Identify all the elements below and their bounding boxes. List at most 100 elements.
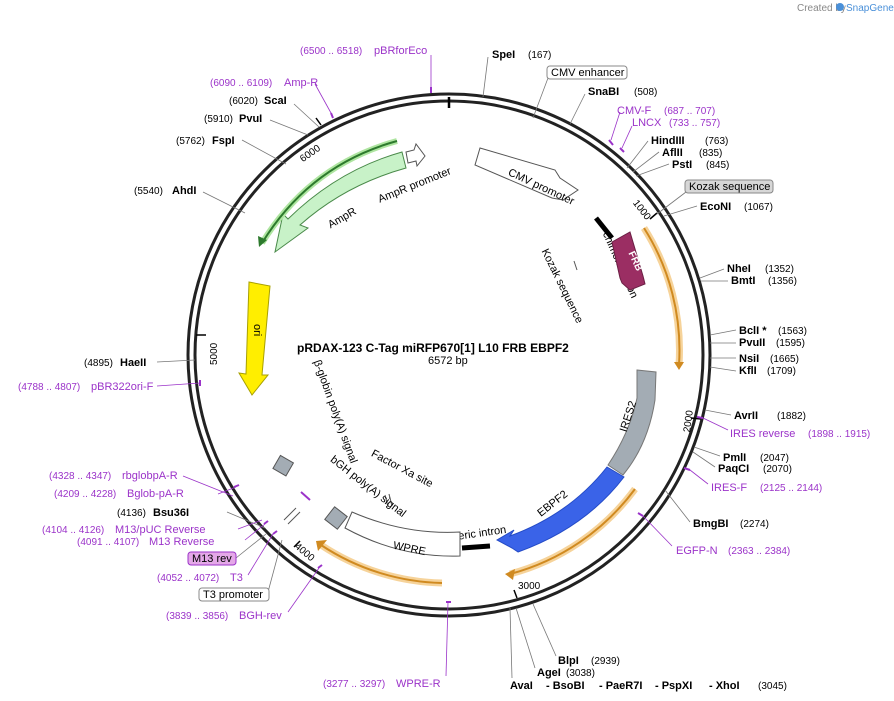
enzyme-snabi[interactable]: SnaBI (508) bbox=[569, 86, 657, 125]
orange-arc-lower-right bbox=[509, 488, 636, 575]
enzyme-nhei[interactable]: NheI (1352) bbox=[699, 263, 794, 279]
m13-reverse-range: (4091 .. 4107) bbox=[77, 537, 139, 548]
primer-bgh-rev[interactable]: (3839 .. 3856) BGH-rev bbox=[166, 567, 320, 622]
primer-pbrforeco[interactable]: (6500 .. 6518) pBRforEco bbox=[300, 45, 432, 87]
primer-rbglobpa-r[interactable]: (4328 .. 4347) rbglobpA-R bbox=[49, 470, 234, 497]
aflii-leader bbox=[632, 151, 660, 173]
rbglobpa-r-name: rbglobpA-R bbox=[122, 470, 178, 482]
feature-frb[interactable]: FRB bbox=[611, 231, 646, 291]
enzyme-pvui[interactable]: (5910) PvuI bbox=[204, 113, 309, 136]
nhei-name: NheI bbox=[727, 263, 751, 275]
pvuii-pos: (1595) bbox=[776, 338, 805, 349]
enzyme-bmgbi[interactable]: BmgBI (2274) bbox=[664, 489, 769, 530]
ires-f-range: (2125 .. 2144) bbox=[760, 483, 822, 494]
snapgene-app-name: SnapGene bbox=[846, 3, 894, 14]
chimeric-intron-top-bar bbox=[594, 216, 614, 240]
primer-tick-t3 bbox=[272, 530, 278, 535]
enzyme-cluster-avai[interactable]: AvaI - BsoBI - PaeR7I - PspXI - XhoI (30… bbox=[509, 607, 787, 692]
bgh-rev-range: (3839 .. 3856) bbox=[166, 611, 228, 622]
primer-ires-f[interactable]: IRES-F (2125 .. 2144) bbox=[689, 469, 822, 494]
enzyme-econi[interactable]: EcoNI (1067) bbox=[663, 201, 773, 217]
primer-bglob-pa-r[interactable]: (4209 .. 4228) Bglob-pA-R bbox=[54, 486, 237, 500]
snabi-leader bbox=[569, 93, 586, 125]
boxed-m13-rev[interactable]: M13 rev bbox=[187, 533, 267, 566]
enzyme-bsu36i[interactable]: (4136) Bsu36I bbox=[117, 507, 266, 529]
feature-ori[interactable]: ori bbox=[238, 281, 271, 396]
enzyme-bmti[interactable]: BmtI (1356) bbox=[701, 275, 797, 287]
primer-m13-reverse[interactable]: (4091 .. 4107) M13 Reverse bbox=[77, 523, 266, 548]
boxed-cmv-enhancer[interactable]: CMV enhancer bbox=[532, 65, 628, 119]
feature-beta-globin[interactable]: β-globin poly(A) signal bbox=[272, 358, 359, 477]
orange-arc-right-halo bbox=[641, 226, 683, 366]
primer-t3[interactable]: (4052 .. 4072) T3 bbox=[157, 533, 274, 584]
feature-ampr-promoter[interactable]: AmpR promoter bbox=[376, 142, 453, 206]
cmv-enhancer-label: CMV enhancer bbox=[551, 67, 625, 79]
enzyme-scai[interactable]: (6020) ScaI bbox=[229, 95, 320, 128]
enzyme-spei[interactable]: SpeI (167) bbox=[482, 49, 551, 98]
tick-2000 bbox=[690, 417, 702, 420]
bgh-polya-block bbox=[324, 506, 348, 530]
primer-tick-m13 bbox=[263, 520, 269, 525]
cmv-f-name: CMV-F bbox=[617, 105, 652, 117]
orange-arc-right bbox=[643, 227, 681, 366]
enzyme-agei[interactable]: AgeI (3038) bbox=[515, 607, 595, 679]
primer-egfp-n[interactable]: EGFP-N (2363 .. 2384) bbox=[642, 515, 790, 557]
enzyme-nsii[interactable]: NsiI (1665) bbox=[710, 353, 799, 365]
enzyme-aflii[interactable]: AflII (835) bbox=[632, 147, 722, 173]
tick-label-2000: 2000 bbox=[682, 409, 696, 433]
primer-tick-egfp-n bbox=[637, 512, 644, 517]
feature-ebpf2[interactable]: EBPF2 bbox=[495, 466, 625, 553]
enzyme-bcli[interactable]: BclI * (1563) bbox=[709, 325, 807, 337]
ampr-arrow bbox=[274, 151, 407, 254]
primer-wpre-r[interactable]: (3277 .. 3297) WPRE-R bbox=[323, 601, 449, 690]
primer-lncx[interactable]: LNCX (733 .. 757) bbox=[621, 117, 720, 149]
primer-pbr322ori-f[interactable]: (4788 .. 4807) pBR322ori-F bbox=[18, 381, 201, 393]
pvuii-name: PvuII bbox=[739, 337, 765, 349]
lncx-name: LNCX bbox=[632, 117, 662, 129]
feature-cmv-promoter[interactable]: CMV promoter bbox=[474, 147, 579, 208]
kfli-name: KflI bbox=[739, 365, 757, 377]
feature-ires2[interactable]: IRES2 bbox=[607, 369, 657, 476]
avai-cluster-pos: (3045) bbox=[758, 681, 787, 692]
enzyme-ahdi[interactable]: (5540) AhdI bbox=[134, 185, 246, 214]
kfli-pos: (1709) bbox=[767, 366, 796, 377]
enzyme-pmli[interactable]: PmlI (2047) bbox=[693, 446, 789, 464]
bsu36i-leader bbox=[226, 511, 266, 529]
cmv-promoter-arrow bbox=[474, 147, 579, 201]
enzyme-pvuii[interactable]: PvuII (1595) bbox=[710, 337, 805, 349]
paer7i-name: - PaeR7I bbox=[599, 680, 642, 692]
tick-label-3000: 3000 bbox=[518, 581, 541, 592]
bsu36i-pos: (4136) bbox=[117, 508, 146, 519]
m13-puc-reverse-leader bbox=[237, 519, 263, 530]
primer-cmv-f[interactable]: CMV-F (687 .. 707) bbox=[610, 105, 715, 141]
agei-pos: (3038) bbox=[566, 668, 595, 679]
boxed-t3-promoter[interactable]: T3 promoter bbox=[198, 539, 283, 602]
kozak-box bbox=[684, 179, 774, 194]
enzyme-psti[interactable]: PstI (845) bbox=[635, 159, 729, 177]
orange-arc-right-arrowhead bbox=[674, 362, 684, 370]
enzyme-fspi[interactable]: (5762) FspI bbox=[176, 135, 287, 165]
blpi-name: BlpI bbox=[558, 655, 579, 667]
cmv-enhancer-box bbox=[546, 65, 628, 80]
enzyme-kfli[interactable]: KflI (1709) bbox=[709, 365, 796, 377]
spei-leader bbox=[482, 56, 489, 98]
m13-reverse-name: M13 Reverse bbox=[149, 536, 214, 548]
primer-amp-r[interactable]: (6090 .. 6109) Amp-R bbox=[210, 77, 332, 114]
enzyme-paqci[interactable]: PaqCI (2070) bbox=[692, 451, 792, 475]
xhoi-name: - XhoI bbox=[709, 680, 740, 692]
spei-pos: (167) bbox=[528, 50, 551, 61]
primer-m13-puc-reverse[interactable]: (4104 .. 4126) M13/pUC Reverse bbox=[42, 519, 263, 536]
fspi-name: FspI bbox=[212, 135, 235, 147]
primer-ticks bbox=[199, 87, 704, 603]
enzyme-avrii[interactable]: AvrII (1882) bbox=[704, 409, 806, 422]
enzyme-haeii[interactable]: (4895) HaeII bbox=[84, 357, 196, 369]
t3-promoter-leader bbox=[267, 539, 283, 593]
primer-tick-lncx bbox=[619, 147, 625, 153]
orange-feature-arcs bbox=[316, 226, 684, 587]
primer-ires-reverse[interactable]: IRES reverse (1898 .. 1915) bbox=[702, 417, 870, 440]
enzyme-hindiii[interactable]: HindIII (763) bbox=[626, 135, 728, 169]
feature-wpre[interactable]: WPRE bbox=[344, 511, 461, 558]
boxed-kozak-sequence[interactable]: Kozak sequence bbox=[656, 179, 774, 215]
enzyme-blpi[interactable]: BlpI (2939) bbox=[532, 603, 620, 667]
tick-1000 bbox=[649, 212, 658, 220]
